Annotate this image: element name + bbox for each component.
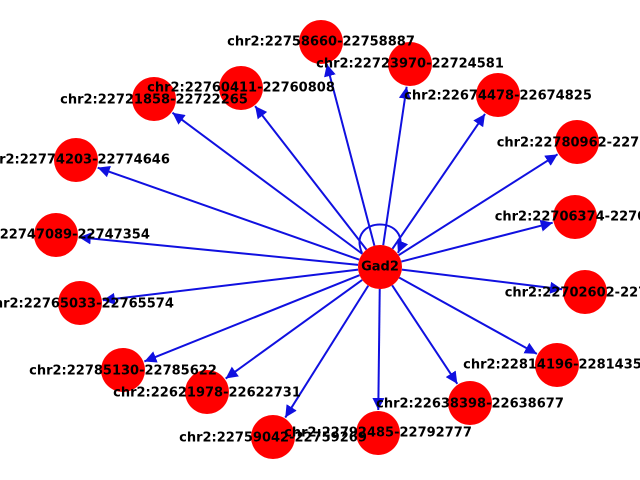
edge-n2 xyxy=(382,86,411,246)
node-label-n5: chr2:22674478-22674825 xyxy=(404,89,592,104)
node-label-center-gad2: Gad2 xyxy=(361,260,399,275)
edge-n3 xyxy=(254,105,368,251)
node-n6[interactable] xyxy=(555,120,599,164)
node-label-n10: chr2:22765033-22765574 xyxy=(0,297,174,312)
edge-n9 xyxy=(78,232,359,266)
node-n14[interactable] xyxy=(185,370,229,414)
node-label-n8: chr2:22706374-22706 xyxy=(495,210,640,225)
label-layer: chr2:22758660-22758887 chr2:22723970-2272… xyxy=(0,35,640,446)
node-n8[interactable] xyxy=(553,195,597,239)
node-label-n2: chr2:22723970-22724581 xyxy=(316,57,504,72)
node-n4[interactable] xyxy=(132,77,176,121)
node-n9[interactable] xyxy=(34,213,78,257)
node-n10[interactable] xyxy=(58,281,102,325)
node-n17[interactable] xyxy=(356,411,400,455)
edge-n14 xyxy=(225,279,363,380)
node-n15[interactable] xyxy=(448,381,492,425)
node-label-n14: chr2:22621978-22622731 xyxy=(113,386,301,401)
node-label-n3: chr2:22760411-22760808 xyxy=(147,81,335,96)
edge-n13 xyxy=(143,274,360,363)
node-n2[interactable] xyxy=(388,42,432,86)
edge-n5 xyxy=(391,113,486,250)
edge-layer xyxy=(78,63,563,419)
edge-n6 xyxy=(398,153,559,257)
node-label-n15: chr2:22638398-22638677 xyxy=(376,397,564,412)
node-n1[interactable] xyxy=(299,20,343,64)
node-n7[interactable] xyxy=(54,138,98,182)
node-label-n11: chr2:22702602-22702 xyxy=(505,286,640,301)
node-label-n17: chr2:22792485-22792777 xyxy=(284,426,472,441)
node-label-n13: chr2:22785130-22785622 xyxy=(29,364,217,379)
node-label-n16: chr2:22759042-22759269 xyxy=(179,431,367,446)
node-n13[interactable] xyxy=(101,348,145,392)
node-n12[interactable] xyxy=(535,343,579,387)
node-label-n7: chr2:22774203-22774646 xyxy=(0,153,170,168)
edge-n17 xyxy=(372,288,385,411)
edge-n11 xyxy=(401,268,563,294)
edge-n4 xyxy=(171,111,363,255)
edge-n7 xyxy=(97,165,360,261)
node-center-gad2[interactable] xyxy=(358,245,402,289)
self-loop-edge xyxy=(358,223,409,254)
node-label-n4: chr2:22721858-22722265 xyxy=(60,93,248,108)
node-label-n9: chr2:22747089-22747354 xyxy=(0,228,150,243)
node-label-n1: chr2:22758660-22758887 xyxy=(227,35,415,50)
node-n11[interactable] xyxy=(563,270,607,314)
node-n16[interactable] xyxy=(251,415,295,459)
node-label-n12: chr2:22814196-22814355 xyxy=(463,358,640,373)
node-n5[interactable] xyxy=(476,73,520,117)
edge-n1 xyxy=(324,63,376,246)
node-layer xyxy=(34,20,607,459)
edge-n16 xyxy=(284,285,370,419)
edge-n8 xyxy=(401,219,553,263)
edge-n12 xyxy=(398,276,538,355)
edge-n10 xyxy=(102,268,359,305)
edge-n15 xyxy=(391,284,459,385)
node-n3[interactable] xyxy=(219,66,263,110)
node-label-n6: chr2:22780962-22781 xyxy=(497,136,640,151)
